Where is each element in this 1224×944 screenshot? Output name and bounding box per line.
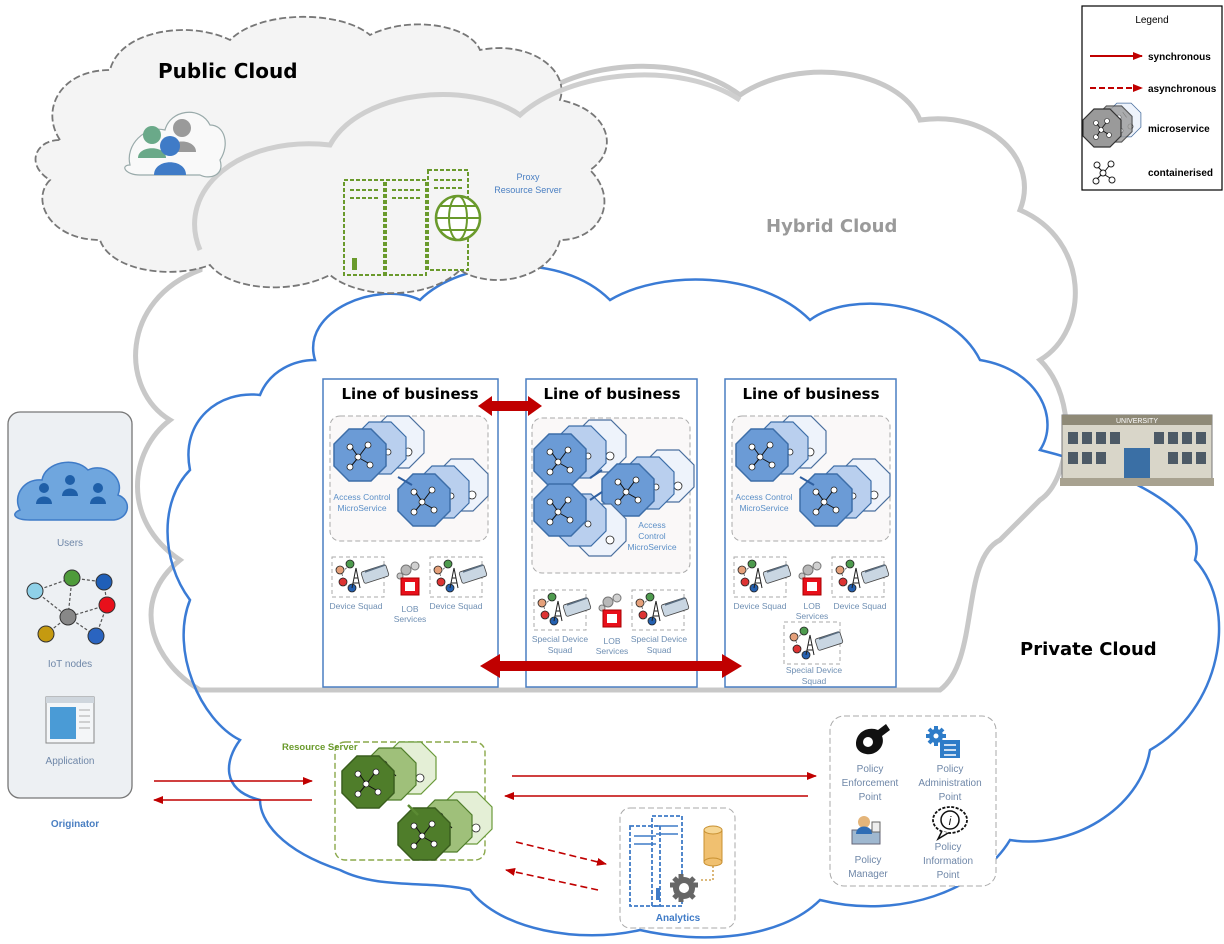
lob-3-title: Line of business <box>742 385 879 403</box>
public-users-icon <box>124 111 226 178</box>
university-building-icon: UNIVERSITY <box>1060 414 1214 486</box>
proxy-server-icon <box>343 169 482 276</box>
lob-2-squad-left-line1: Special Device <box>532 634 588 644</box>
pap-line1: Policy <box>937 764 964 775</box>
lob-2-squad-right-line2: Squad <box>647 645 672 655</box>
public-cloud-outline <box>34 15 608 295</box>
users-label: Users <box>57 538 83 549</box>
admin-gear-list-icon <box>926 726 960 758</box>
lob-1-squad-right-label: Device Squad <box>430 601 483 611</box>
lob-1-squad-left-label: Device Squad <box>330 601 383 611</box>
lob-2-special-squad-left-icon <box>533 589 592 631</box>
lob-1-lob-line2: Services <box>394 614 427 624</box>
hybrid-cloud-title: Hybrid Cloud <box>766 216 897 237</box>
pap-line3: Point <box>939 792 962 803</box>
analytics-label: Analytics <box>656 913 701 924</box>
lob-1-device-squad-right-icon <box>429 556 488 598</box>
lob-2-lob-line2: Services <box>596 646 629 656</box>
proxy-label-line1: Proxy <box>516 172 540 182</box>
iot-label: IoT nodes <box>48 659 92 670</box>
hybrid-cloud-top-arc <box>192 72 742 251</box>
lob-1-2-double-arrow <box>478 396 542 416</box>
pip-line1: Policy <box>935 842 962 853</box>
pep-line1: Policy <box>857 764 884 775</box>
resource-server-label: Resource Server <box>282 742 358 753</box>
pip-line3: Point <box>937 870 960 881</box>
lob-panel-2: Line of business Access Control MicroSer… <box>525 378 698 688</box>
lob-3-device-squad-left-icon <box>733 556 792 598</box>
private-cloud-title: Private Cloud <box>1020 639 1157 660</box>
lob-panel-3: Line of business Access Control MicroSer… <box>724 378 897 688</box>
lob-1-3-double-arrow <box>480 654 742 678</box>
lob-3-ac-line1: Access Control <box>735 492 792 502</box>
users-cloud-icon <box>14 461 128 521</box>
lob-3-lob-line1: LOB <box>803 601 820 611</box>
lob-1-ac-line2: MicroService <box>337 503 386 513</box>
legend-async-label: asynchronous <box>1148 84 1217 95</box>
lob-2-lob-line1: LOB <box>603 636 620 646</box>
university-label: UNIVERSITY <box>1116 418 1158 425</box>
lob-3-squad-right-label: Device Squad <box>834 601 887 611</box>
information-icon: i <box>932 806 968 841</box>
lob-3-special-line1: Special Device <box>786 665 842 675</box>
lob-1-device-squad-left-icon <box>331 556 390 598</box>
lob-3-lob-line2: Services <box>796 611 829 621</box>
pep-line2: Enforcement <box>842 778 899 789</box>
lob-1-title: Line of business <box>341 385 478 403</box>
pm-line2: Manager <box>848 869 888 880</box>
analytics-to-resource-async-arrow <box>505 868 599 891</box>
iot-nodes-icon <box>26 569 116 645</box>
lob-3-squad-left-label: Device Squad <box>734 601 787 611</box>
pm-line1: Policy <box>855 855 882 866</box>
public-cloud-title: Public Cloud <box>158 59 298 83</box>
lob-2-squad-right-line1: Special Device <box>631 634 687 644</box>
lob-1-lob-line1: LOB <box>401 604 418 614</box>
lob-1-ac-line1: Access Control <box>333 492 390 502</box>
lob-3-ac-line2: MicroService <box>739 503 788 513</box>
manager-icon <box>851 816 881 845</box>
legend-sync-label: synchronous <box>1148 52 1211 63</box>
legend-containerised-label: containerised <box>1148 168 1213 179</box>
lob-2-ac-line3: MicroService <box>627 542 676 552</box>
lob-3-special-squad-icon <box>783 621 844 665</box>
lob-3-device-squad-right-icon <box>831 556 890 598</box>
whistle-icon <box>856 724 890 755</box>
legend: Legend synchronous asynchronous microser… <box>1081 5 1223 191</box>
lob-2-ac-line1: Access <box>638 520 665 530</box>
lob-2-squad-left-line2: Squad <box>548 645 573 655</box>
resource-server-box <box>334 741 493 861</box>
proxy-label-line2: Resource Server <box>494 185 562 195</box>
legend-containerised-icon <box>1092 160 1116 185</box>
legend-title: Legend <box>1135 15 1168 26</box>
application-label: Application <box>46 756 95 767</box>
svg-text:i: i <box>949 814 952 828</box>
lob-panel-1: Line of business Access Control MicroSer… <box>322 378 499 688</box>
analytics-box <box>619 807 736 929</box>
pap-line2: Administration <box>918 778 981 789</box>
lob-2-ac-line2: Control <box>638 531 666 541</box>
lob-3-special-line2: Squad <box>802 676 827 686</box>
originator-label: Originator <box>51 819 99 830</box>
pep-line3: Point <box>859 792 882 803</box>
lob-2-title: Line of business <box>543 385 680 403</box>
legend-microservice-label: microservice <box>1148 124 1210 135</box>
lob-2-special-squad-right-icon <box>631 589 690 631</box>
resource-to-analytics-async-arrow <box>515 841 607 866</box>
application-icon <box>45 696 95 744</box>
pip-line2: Information <box>923 856 973 867</box>
